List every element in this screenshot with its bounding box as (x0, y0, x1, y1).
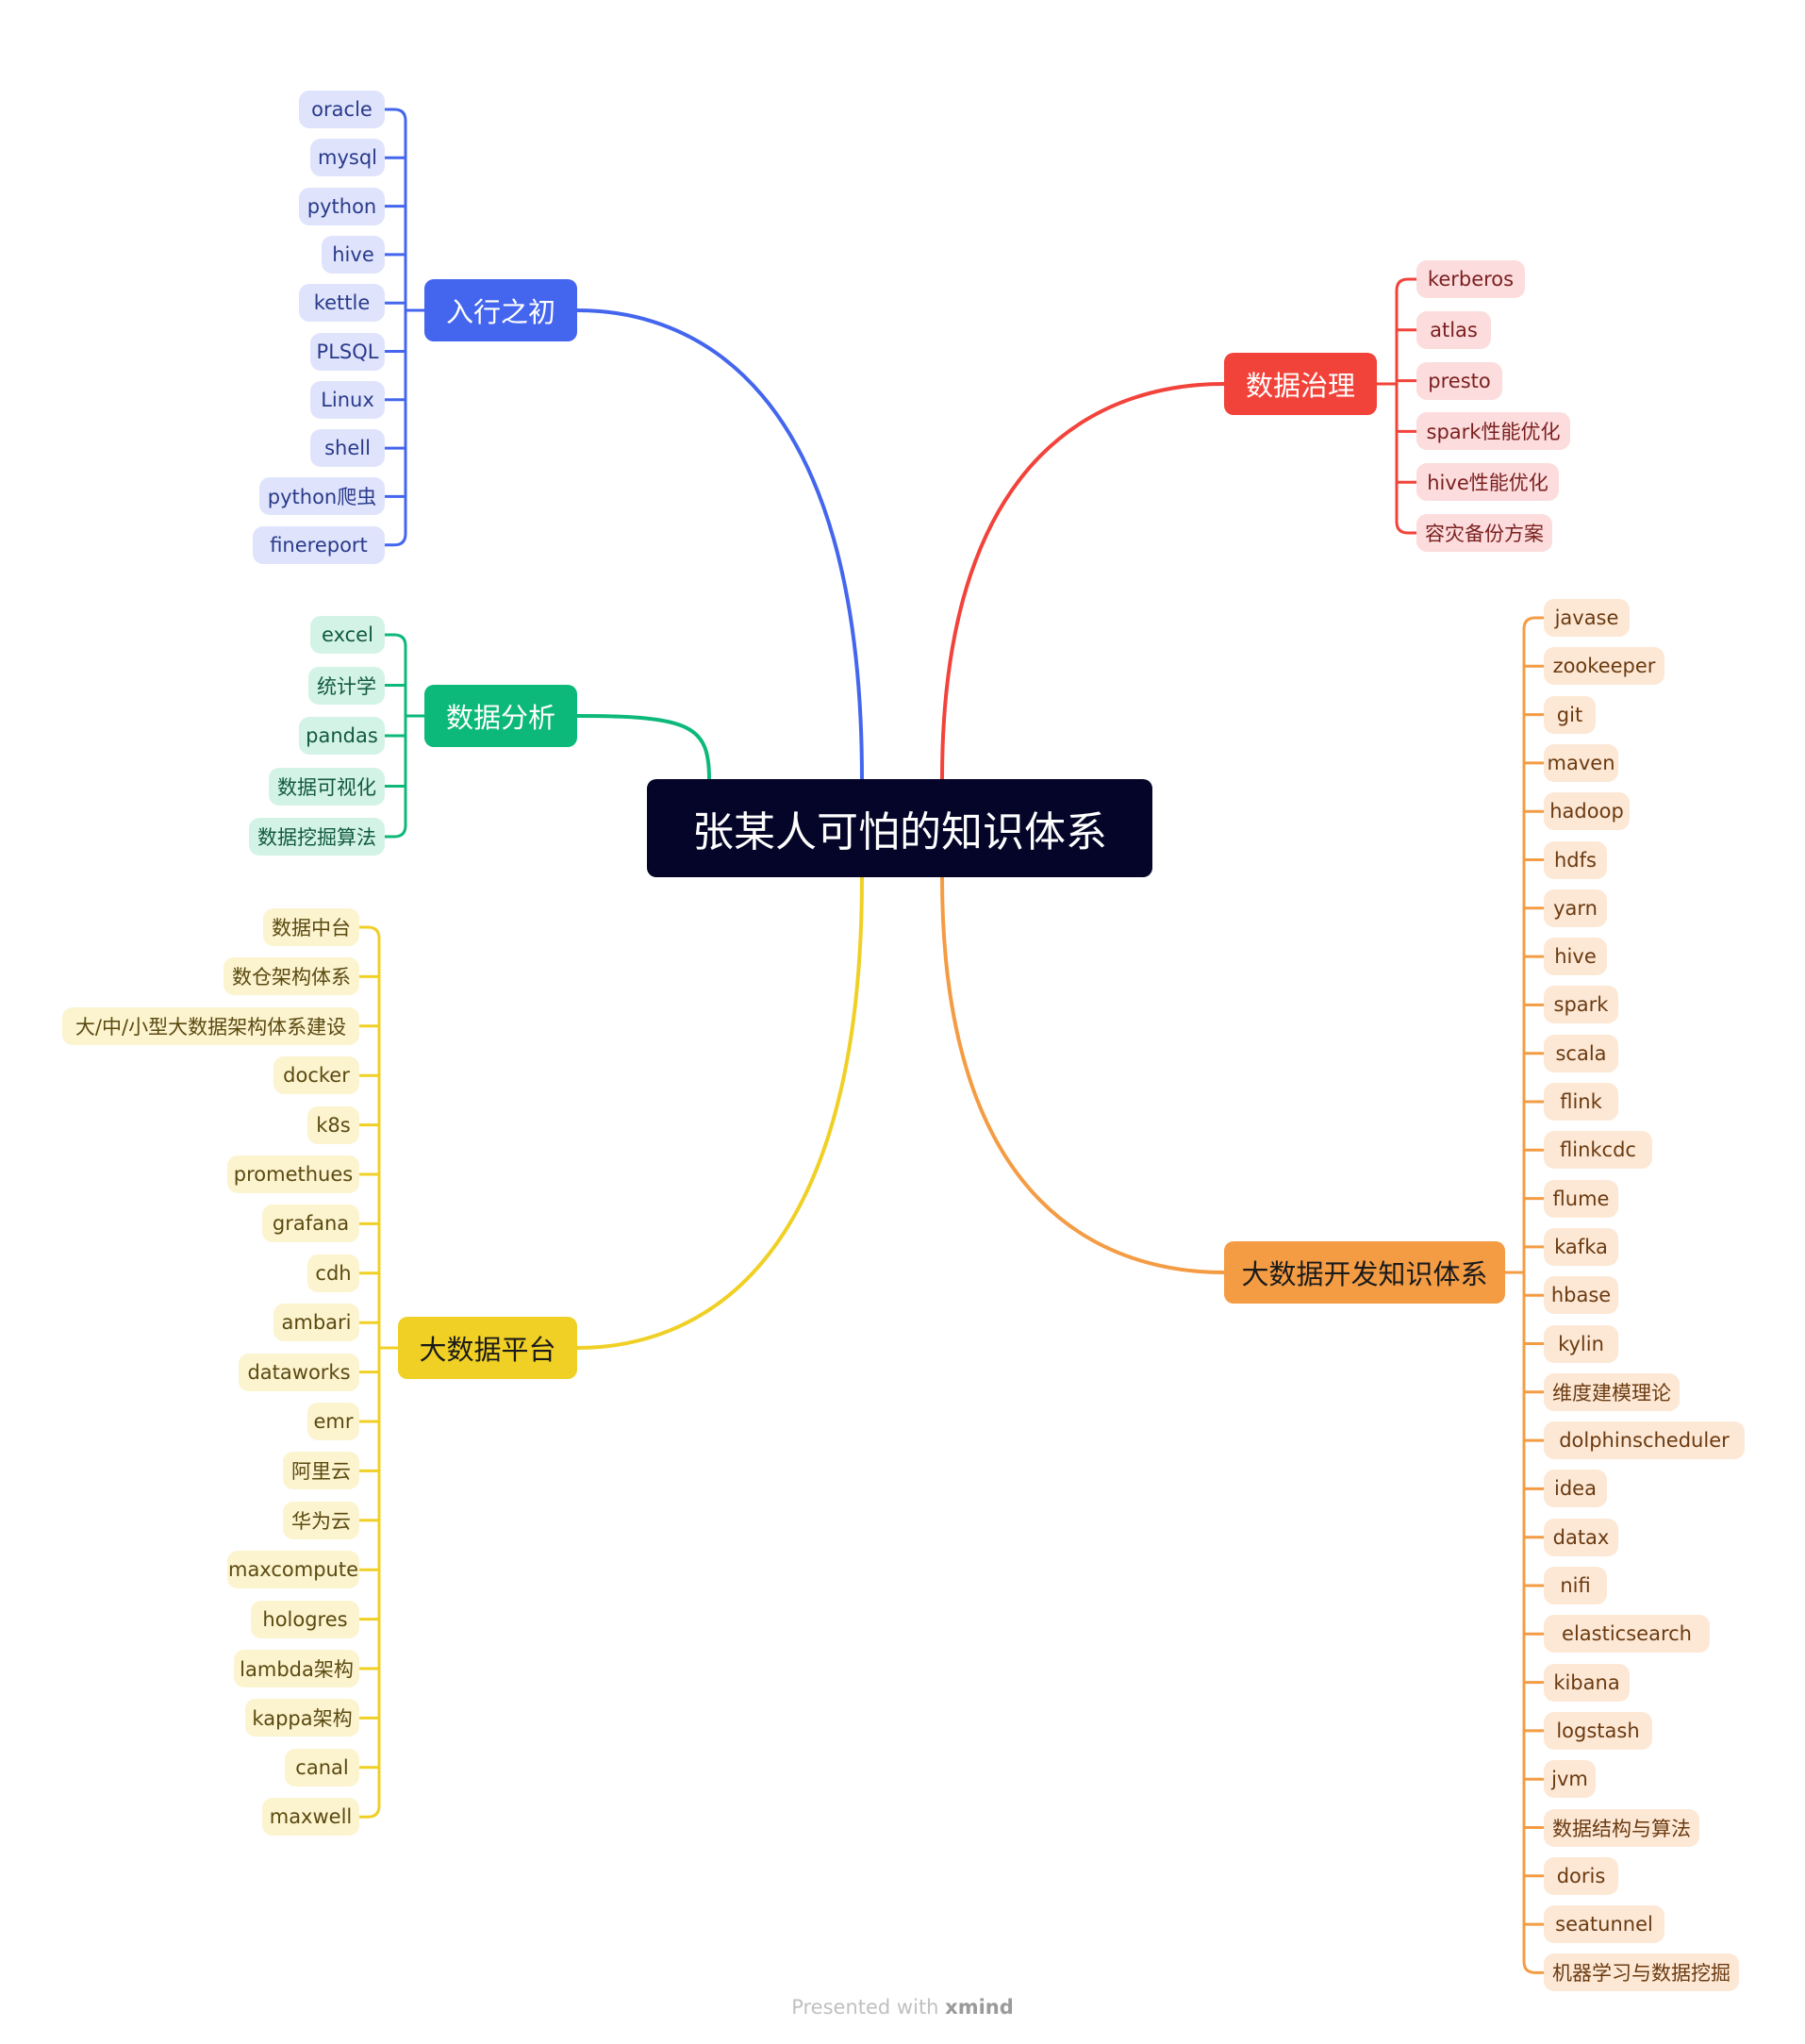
leaf-topic-platform[interactable]: lambda架构 (234, 1650, 359, 1687)
leaf-topic-platform[interactable]: cdh (307, 1254, 359, 1292)
leaf-topic-bigdata-dev[interactable]: elasticsearch (1544, 1615, 1710, 1653)
leaf-topic-entry[interactable]: shell (310, 429, 385, 468)
leaf-connector-analysis (383, 823, 407, 839)
leaf-connector-platform (357, 1803, 381, 1819)
leaf-connector-governance (1395, 277, 1418, 292)
leaf-topic-platform[interactable]: docker (273, 1056, 359, 1095)
leaf-topic-entry[interactable]: oracle (299, 91, 385, 128)
leaf-topic-platform[interactable]: 数据中台 (263, 908, 359, 946)
leaf-topic-entry[interactable]: mysql (310, 139, 385, 177)
leaf-topic-bigdata-dev[interactable]: datax (1544, 1518, 1618, 1556)
leaf-topic-governance[interactable]: hive性能优化 (1416, 463, 1559, 502)
leaf-topic-platform[interactable]: k8s (307, 1105, 359, 1144)
branch-connector-platform (575, 875, 864, 1350)
branch-connector-entry (575, 308, 864, 781)
branch-topic-analysis[interactable]: 数据分析 (424, 685, 577, 747)
leaf-topic-analysis[interactable]: 统计学 (308, 666, 385, 705)
leaf-topic-bigdata-dev[interactable]: hive (1544, 938, 1607, 976)
root-topic[interactable]: 张某人可怕的知识体系 (647, 779, 1152, 877)
footer-brand: xmind (945, 1996, 1014, 2019)
leaf-topic-platform[interactable]: 大/中/小型大数据架构体系建设 (62, 1006, 359, 1045)
leaf-topic-platform[interactable]: emr (307, 1403, 359, 1440)
leaf-topic-bigdata-dev[interactable]: maven (1544, 743, 1618, 782)
leaf-topic-bigdata-dev[interactable]: seatunnel (1544, 1905, 1664, 1944)
leaf-topic-governance[interactable]: spark性能优化 (1416, 412, 1570, 451)
leaf-connector-governance (1395, 520, 1418, 535)
leaf-topic-bigdata-dev[interactable]: dolphinscheduler (1544, 1421, 1745, 1460)
leaf-topic-analysis[interactable]: excel (310, 616, 385, 654)
leaf-topic-analysis[interactable]: 数据可视化 (269, 767, 385, 806)
leaf-topic-entry[interactable]: python (299, 187, 385, 225)
leaf-topic-bigdata-dev[interactable]: 维度建模理论 (1544, 1372, 1680, 1411)
leaf-topic-bigdata-dev[interactable]: kylin (1544, 1324, 1618, 1363)
leaf-topic-entry[interactable]: hive (322, 235, 385, 274)
leaf-topic-bigdata-dev[interactable]: yarn (1544, 889, 1607, 927)
leaf-topic-governance[interactable]: 容灾备份方案 (1416, 514, 1552, 552)
leaf-connector-analysis (383, 633, 407, 648)
leaf-topic-entry[interactable]: python爬虫 (259, 477, 385, 516)
footer-prefix: Presented with (791, 1996, 946, 2019)
leaf-topic-bigdata-dev[interactable]: spark (1544, 986, 1618, 1024)
leaf-topic-bigdata-dev[interactable]: git (1544, 695, 1596, 734)
leaf-topic-bigdata-dev[interactable]: doris (1544, 1856, 1618, 1895)
leaf-connector-entry (383, 532, 407, 547)
leaf-connector-bigdata-dev (1522, 1959, 1546, 1974)
leaf-topic-bigdata-dev[interactable]: 机器学习与数据挖掘 (1544, 1953, 1739, 1992)
leaf-topic-platform[interactable]: grafana (262, 1205, 359, 1243)
leaf-topic-bigdata-dev[interactable]: kibana (1544, 1663, 1630, 1702)
branch-topic-entry[interactable]: 入行之初 (424, 279, 577, 341)
leaf-topic-entry[interactable]: kettle (299, 284, 385, 323)
leaf-topic-platform[interactable]: promethues (227, 1155, 359, 1193)
leaf-topic-platform[interactable]: ambari (273, 1304, 359, 1342)
leaf-topic-bigdata-dev[interactable]: nifi (1544, 1567, 1607, 1604)
leaf-topic-platform[interactable]: hologres (251, 1600, 359, 1638)
leaf-topic-entry[interactable]: finereport (253, 525, 385, 564)
leaf-topic-platform[interactable]: canal (285, 1748, 359, 1786)
leaf-topic-platform[interactable]: maxwell (262, 1798, 359, 1836)
leaf-topic-bigdata-dev[interactable]: zookeeper (1544, 647, 1664, 686)
leaf-topic-platform[interactable]: dataworks (239, 1353, 359, 1391)
branch-topic-bigdata-dev[interactable]: 大数据开发知识体系 (1224, 1241, 1505, 1304)
leaf-connector-platform (357, 925, 381, 940)
branch-topic-governance[interactable]: 数据治理 (1224, 353, 1377, 415)
branch-connector-bigdata-dev (940, 875, 1226, 1274)
leaf-topic-bigdata-dev[interactable]: hdfs (1544, 840, 1607, 879)
leaf-topic-bigdata-dev[interactable]: flinkcdc (1544, 1131, 1652, 1170)
branch-topic-platform[interactable]: 大数据平台 (398, 1317, 577, 1379)
branch-connector-governance (940, 382, 1226, 781)
leaf-topic-bigdata-dev[interactable]: javase (1544, 599, 1630, 637)
leaf-topic-bigdata-dev[interactable]: hadoop (1544, 792, 1630, 831)
leaf-topic-analysis[interactable]: 数据挖掘算法 (249, 818, 385, 856)
footer: Presented with xmind (0, 1996, 1805, 2019)
leaf-topic-entry[interactable]: Linux (310, 380, 385, 419)
leaf-topic-governance[interactable]: kerberos (1416, 260, 1525, 298)
leaf-connector-entry (383, 108, 407, 123)
leaf-topic-platform[interactable]: 阿里云 (283, 1452, 359, 1490)
leaf-topic-bigdata-dev[interactable]: idea (1544, 1470, 1607, 1508)
leaf-topic-bigdata-dev[interactable]: 数据结构与算法 (1544, 1808, 1699, 1847)
leaf-topic-platform[interactable]: 华为云 (283, 1501, 359, 1539)
leaf-topic-bigdata-dev[interactable]: hbase (1544, 1276, 1618, 1315)
leaf-topic-bigdata-dev[interactable]: flume (1544, 1179, 1618, 1218)
leaf-topic-bigdata-dev[interactable]: kafka (1544, 1227, 1618, 1266)
leaf-topic-entry[interactable]: PLSQL (310, 332, 385, 371)
leaf-topic-governance[interactable]: atlas (1416, 310, 1491, 349)
leaf-topic-bigdata-dev[interactable]: flink (1544, 1083, 1618, 1121)
branch-connector-analysis (575, 714, 711, 781)
leaf-topic-bigdata-dev[interactable]: scala (1544, 1034, 1618, 1072)
leaf-topic-governance[interactable]: presto (1416, 361, 1502, 400)
leaf-topic-bigdata-dev[interactable]: logstash (1544, 1711, 1652, 1750)
leaf-topic-platform[interactable]: maxcompute (227, 1551, 359, 1589)
leaf-topic-platform[interactable]: 数仓架构体系 (224, 957, 359, 996)
leaf-topic-analysis[interactable]: pandas (299, 717, 385, 755)
leaf-topic-platform[interactable]: kappa架构 (245, 1699, 359, 1737)
leaf-connector-bigdata-dev (1522, 616, 1546, 631)
leaf-topic-bigdata-dev[interactable]: jvm (1544, 1760, 1596, 1799)
